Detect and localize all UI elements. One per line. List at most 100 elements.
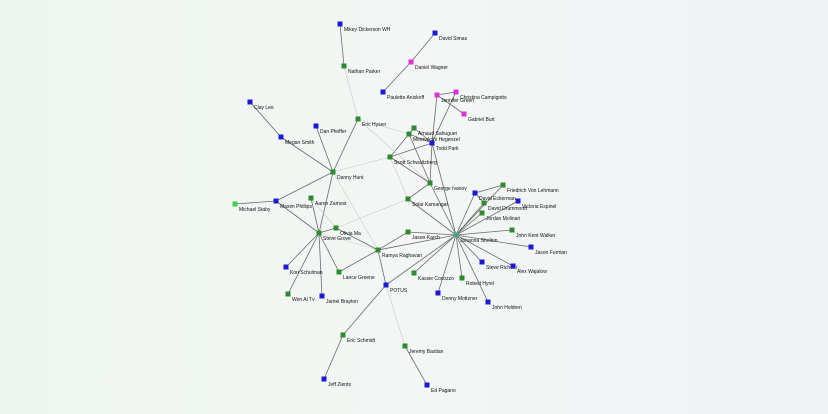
- node-marker[interactable]: [435, 290, 441, 296]
- node-michael-staby[interactable]: Michael Staby: [232, 201, 271, 214]
- node-victoria[interactable]: Victoria Espinel: [515, 198, 557, 211]
- node-marker[interactable]: [383, 282, 389, 288]
- node-arnaud[interactable]: Arnaud Sahuguet: [411, 125, 458, 138]
- node-ramya[interactable]: Ramya Raghavan: [375, 247, 423, 260]
- node-marker[interactable]: [340, 332, 346, 338]
- node-marker[interactable]: [405, 229, 411, 235]
- node-megan[interactable]: Megan Smith: [278, 134, 315, 147]
- node-maxim[interactable]: Maxim Phillips: [273, 198, 313, 211]
- node-lance[interactable]: Lance Greene: [336, 269, 375, 282]
- node-mikey[interactable]: Mikey Dickerson WH: [337, 21, 391, 34]
- node-marker[interactable]: [408, 59, 414, 65]
- node-marker[interactable]: [459, 275, 465, 281]
- node-marker[interactable]: [319, 293, 325, 299]
- node-jason-karch[interactable]: Jason Karch: [405, 229, 441, 242]
- node-marker[interactable]: [337, 21, 343, 27]
- node-daniel-wagner[interactable]: Daniel Wagner: [408, 59, 449, 72]
- node-wen[interactable]: Wen Ai Tv: [285, 291, 316, 304]
- node-marker[interactable]: [453, 89, 459, 95]
- node-david-eckerman[interactable]: David Eckerman: [472, 190, 516, 203]
- node-clay[interactable]: Clay Lee: [247, 99, 274, 112]
- node-marker[interactable]: [285, 291, 291, 297]
- node-denny[interactable]: Denny Mottzner: [435, 290, 478, 303]
- node-marker[interactable]: [509, 227, 515, 233]
- node-marker[interactable]: [406, 131, 412, 137]
- node-marker[interactable]: [402, 343, 408, 349]
- node-johanna[interactable]: Johanna Shelton: [453, 232, 498, 245]
- node-marker[interactable]: [515, 198, 521, 204]
- node-kassie[interactable]: Kassie Cocozzo: [411, 270, 455, 283]
- node-marker[interactable]: [479, 259, 485, 265]
- node-marker[interactable]: [432, 30, 438, 36]
- node-kori[interactable]: Kori Schulman: [283, 264, 323, 277]
- node-dan-pfeiffer[interactable]: Dan Pfeiffer: [313, 123, 347, 136]
- node-jordan[interactable]: Jordan Molinari: [479, 210, 521, 223]
- node-marker[interactable]: [528, 244, 534, 250]
- node-david-drummond[interactable]: David Drummond: [481, 200, 528, 213]
- node-potus[interactable]: POTUS: [383, 282, 408, 295]
- node-marker[interactable]: [278, 134, 284, 140]
- node-marker[interactable]: [472, 190, 478, 196]
- node-marker[interactable]: [411, 125, 417, 131]
- node-marker[interactable]: [336, 269, 342, 275]
- node-eric-hysen[interactable]: Eric Hysen: [355, 116, 387, 129]
- node-jeremy[interactable]: Jeremy Bastian: [402, 343, 444, 356]
- node-marker[interactable]: [321, 376, 327, 382]
- node-john-holdren[interactable]: John Holdren: [485, 299, 522, 312]
- node-eric-schmidt[interactable]: Eric Schmidt: [340, 332, 376, 345]
- node-scott[interactable]: Scott Schwaitzberg: [387, 154, 438, 167]
- node-marker[interactable]: [355, 116, 361, 122]
- node-meenakshi[interactable]: Meenakshi Hegenzel: [406, 131, 460, 144]
- node-christina[interactable]: Christina Campigotto: [453, 89, 507, 102]
- node-marker[interactable]: [273, 198, 279, 204]
- node-todd[interactable]: Todd Park: [429, 140, 460, 153]
- node-marker[interactable]: [427, 180, 433, 186]
- node-marker[interactable]: [405, 196, 411, 202]
- node-label: Todd Park: [436, 146, 459, 152]
- node-steve-richetti[interactable]: Steve Richetti: [479, 259, 517, 272]
- node-marker[interactable]: [375, 247, 381, 253]
- node-marker[interactable]: [308, 195, 314, 201]
- node-marker[interactable]: [333, 225, 339, 231]
- node-marker[interactable]: [461, 111, 467, 117]
- node-marker[interactable]: [429, 140, 435, 146]
- node-danny-hunt[interactable]: Danny Hunt: [330, 169, 365, 182]
- node-marker[interactable]: [453, 232, 459, 238]
- node-jamie[interactable]: Jamie Brayton: [319, 293, 359, 306]
- node-marker[interactable]: [330, 169, 336, 175]
- node-marker[interactable]: [424, 382, 430, 388]
- node-marker[interactable]: [479, 210, 485, 216]
- node-marker[interactable]: [313, 123, 319, 129]
- node-marker[interactable]: [316, 230, 322, 236]
- node-paulette[interactable]: Paulette Aniskoff: [380, 89, 425, 102]
- node-george[interactable]: George Ivanov: [427, 180, 468, 193]
- node-marker[interactable]: [341, 63, 347, 69]
- node-marker[interactable]: [411, 270, 417, 276]
- edge-jeremy-ed: [404, 345, 428, 386]
- node-marker[interactable]: [500, 182, 506, 188]
- node-solar[interactable]: Solar Kamangar: [405, 196, 449, 209]
- node-gabriel[interactable]: Gabriel Burt: [461, 111, 496, 124]
- node-jason-furman[interactable]: Jason Furman: [528, 244, 568, 257]
- node-marker[interactable]: [380, 89, 386, 95]
- node-jeff[interactable]: Jeff Zients: [321, 376, 352, 389]
- node-marker[interactable]: [434, 92, 440, 98]
- node-nathan[interactable]: Nathan Parker: [341, 63, 381, 76]
- node-alex[interactable]: Alex Wajalow: [510, 263, 548, 276]
- node-marker[interactable]: [485, 299, 491, 305]
- node-aaron[interactable]: Aaron Zamost: [308, 195, 348, 208]
- node-marker[interactable]: [481, 200, 487, 206]
- node-marker[interactable]: [387, 154, 393, 160]
- node-friedrich[interactable]: Friedrich Von Lehmann: [500, 182, 559, 195]
- node-steve-grove[interactable]: Steve Grove: [316, 230, 352, 243]
- node-marker[interactable]: [510, 263, 516, 269]
- node-john-walker[interactable]: John Kent Walker: [509, 227, 556, 240]
- node-olivia[interactable]: Olivia Ma: [333, 225, 362, 238]
- node-robert[interactable]: Robert Hyrel: [459, 275, 495, 288]
- node-jennifer[interactable]: Jennifer Green: [434, 92, 475, 105]
- node-david-simas[interactable]: David Simas: [432, 30, 468, 43]
- node-ed[interactable]: Ed Pagano: [424, 382, 456, 395]
- node-marker[interactable]: [283, 264, 289, 270]
- node-marker[interactable]: [247, 99, 253, 105]
- node-marker[interactable]: [232, 201, 238, 207]
